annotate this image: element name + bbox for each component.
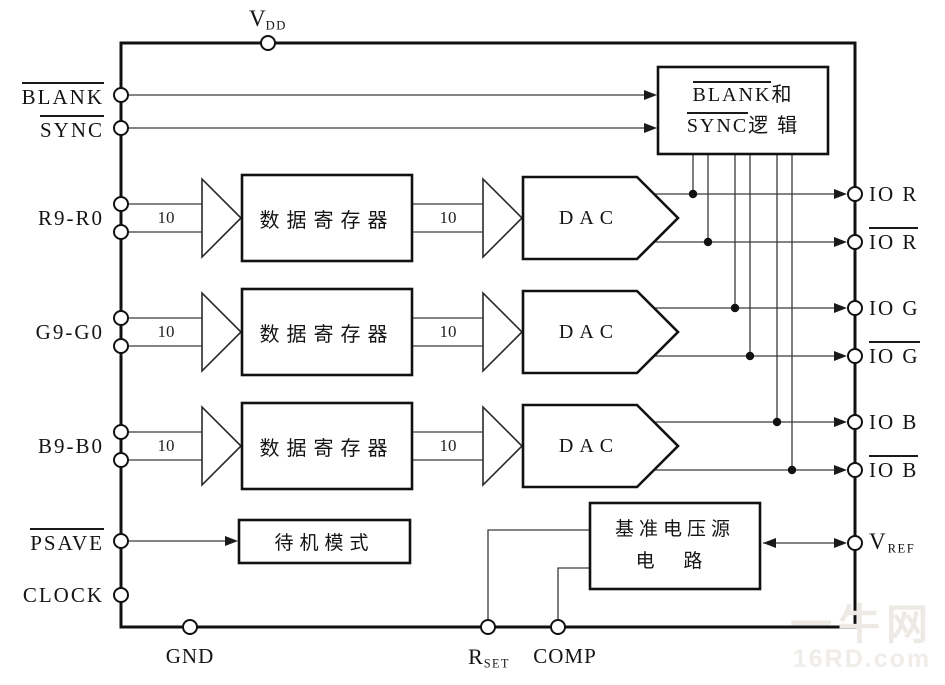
psave-label: PSAVE [4, 527, 104, 555]
pin-io-g [847, 300, 863, 316]
pin-io-r [847, 186, 863, 202]
bus-width-g-in: 10 [157, 322, 175, 341]
bus-arrow-r-out [482, 177, 524, 259]
clock-label: CLOCK [22, 582, 104, 607]
dac-r-shape [521, 175, 680, 261]
r-bus-label: R9-R0 [37, 205, 104, 230]
register-g-box [240, 287, 414, 377]
pin-io-g-bar [847, 348, 863, 364]
bus-width-b-in: 10 [157, 436, 175, 455]
register-g-label: 数据寄存器 [259, 323, 395, 346]
register-b-label: 数据寄存器 [259, 437, 395, 460]
io-g-label: IO G [869, 295, 920, 320]
pin-blank [113, 87, 129, 103]
pin-io-b-bar [847, 462, 863, 478]
pin-b-b [113, 452, 129, 468]
pin-circles [113, 35, 863, 635]
register-boxes [240, 173, 414, 491]
register-r-box [240, 173, 414, 263]
bus-width-r-in: 10 [157, 208, 175, 227]
arrowheads [225, 90, 847, 548]
pin-io-b [847, 414, 863, 430]
register-r-label: 数据寄存器 [259, 209, 395, 232]
standby-box [237, 518, 412, 565]
io-g-bar-label: IO G [869, 340, 920, 368]
io-b-bar-label: IO B [869, 454, 919, 482]
pin-vref [847, 535, 863, 551]
bus-arrow-g-out [482, 291, 524, 373]
pin-g-b [113, 338, 129, 354]
pin-vdd [260, 35, 276, 51]
vdd-main: V [249, 6, 266, 31]
vref-circuit-label: 基准电压源 电 路 [614, 518, 735, 572]
bus-width-r-out: 10 [439, 208, 457, 227]
pin-clock [113, 587, 129, 603]
pin-b-a [113, 424, 129, 440]
pin-r-a [113, 196, 129, 212]
vdd-label: VDD [238, 6, 298, 34]
dac-g-label: DAC [558, 320, 620, 343]
blank-label: BLANK [4, 81, 104, 109]
pin-psave [113, 533, 129, 549]
comp-label: COMP [533, 644, 597, 668]
pin-io-r-bar [847, 234, 863, 250]
wire-comp [557, 567, 590, 627]
sync-label: SYNC [4, 114, 104, 142]
wire-rset [487, 529, 590, 627]
rset-label: RSET [468, 644, 510, 671]
standby-label: 待机模式 [274, 533, 375, 554]
register-b-box [240, 401, 414, 491]
bus-width-g-out: 10 [439, 322, 457, 341]
bus-arrow-g-in [201, 291, 243, 373]
bus-arrow-b-out [482, 405, 524, 487]
junction-dots [688, 189, 797, 475]
dac-b-shape [521, 403, 680, 489]
bus-arrow-b-in [201, 405, 243, 487]
blank-sync-logic-label: BLANK和 SYNC逻 辑 [658, 67, 828, 154]
dac-g-shape [521, 289, 680, 375]
pin-sync [113, 120, 129, 136]
bus-arrows [201, 177, 524, 487]
pin-r-b [113, 224, 129, 240]
bus-width-b-out: 10 [439, 436, 457, 455]
vdd-sub: DD [265, 18, 287, 33]
vref-circuit-box [588, 501, 762, 591]
dac-b-label: DAC [558, 434, 620, 457]
pin-comp [550, 619, 566, 635]
bus-arrow-r-in [201, 177, 243, 259]
dac-r-label: DAC [558, 206, 620, 229]
b-bus-label: B9-B0 [37, 433, 104, 458]
io-r-label: IO R [869, 181, 919, 206]
vref-label: VREF [869, 529, 916, 556]
pin-g-a [113, 310, 129, 326]
g-bus-label: G9-G0 [35, 319, 104, 344]
dac-blocks [521, 175, 680, 489]
pin-rset [480, 619, 496, 635]
pin-gnd [182, 619, 198, 635]
connection-wires [128, 94, 836, 627]
gnd-label: GND [165, 644, 215, 668]
io-r-bar-label: IO R [869, 226, 919, 254]
io-b-label: IO B [869, 409, 919, 434]
